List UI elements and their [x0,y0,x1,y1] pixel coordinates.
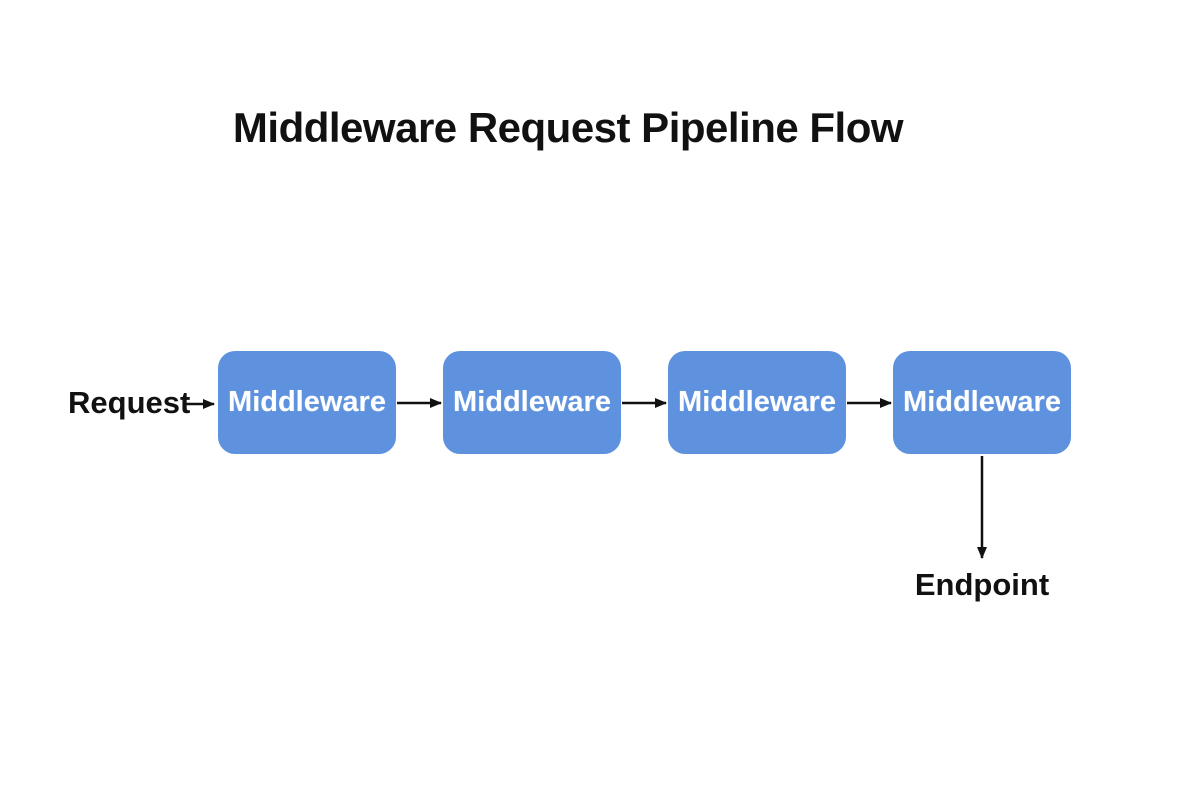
middleware-node-1: Middleware [218,351,396,454]
middleware-node-3-label: Middleware [678,386,836,418]
endpoint-label: Endpoint [914,567,1050,602]
middleware-node-4: Middleware [893,351,1071,454]
request-label: Request [68,385,191,420]
middleware-node-2-label: Middleware [453,386,611,418]
middleware-node-2: Middleware [443,351,621,454]
middleware-node-4-label: Middleware [903,386,1061,418]
middleware-node-3: Middleware [668,351,846,454]
diagram-title: Middleware Request Pipeline Flow [232,104,904,151]
middleware-node-1-label: Middleware [228,386,386,418]
